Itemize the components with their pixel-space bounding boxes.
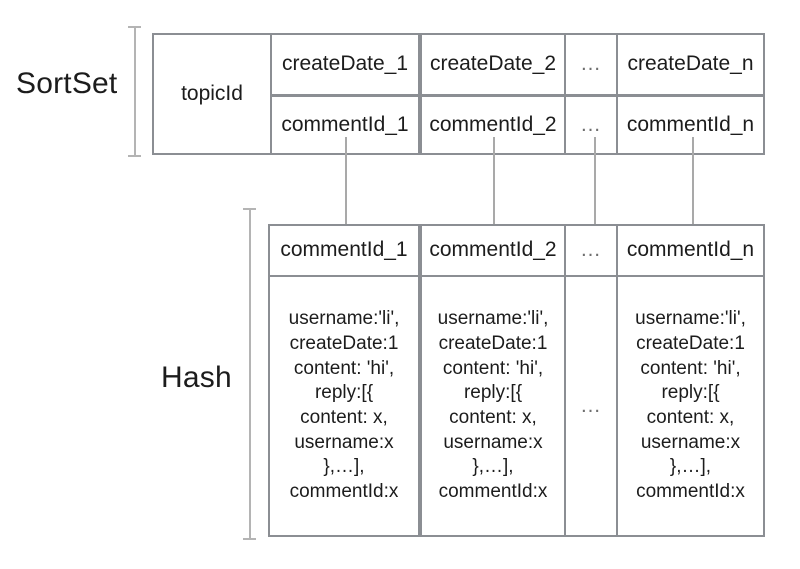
arrow-shaft	[345, 137, 347, 231]
hash-group-bracket	[243, 208, 256, 540]
bracket-bottom-cap	[128, 155, 141, 157]
hash-cell-key-2: commentId_2	[429, 238, 557, 262]
bracket-stem	[134, 26, 136, 157]
hash-cell-value-1: username:'li', createDate:1 content: 'hi…	[288, 308, 400, 503]
hash-group-label: Hash	[161, 361, 232, 394]
hash-cell-key-1: commentId_1	[280, 238, 408, 262]
hash-cell-key-ellipsis: …	[580, 238, 602, 262]
sortset-cell-createdate-ellipsis: …	[580, 52, 602, 76]
sortset-table: topicId createDate_1 createDate_2 … crea…	[152, 33, 765, 155]
sortset-cell-createdate-2: createDate_2	[429, 52, 557, 76]
sortset-cell-topicid: topicId	[181, 81, 243, 105]
sortset-cell-commentid-1: commentId_1	[281, 112, 409, 136]
hash-cell-key-n: commentId_n	[626, 238, 755, 262]
hash-cell-value-2: username:'li', createDate:1 content: 'hi…	[437, 308, 549, 503]
hash-col-divider-1	[418, 226, 422, 535]
hash-table: commentId_1 commentId_2 … commentId_n us…	[268, 224, 765, 537]
bracket-stem	[249, 208, 251, 540]
arrow-shaft	[692, 137, 694, 231]
sortset-cell-commentid-2: commentId_2	[429, 112, 557, 136]
hash-row-divider	[270, 275, 763, 277]
sortset-cell-createdate-1: createDate_1	[281, 52, 409, 76]
sortset-cell-commentid-ellipsis: …	[580, 112, 602, 136]
hash-col-divider-2	[564, 226, 566, 535]
bracket-bottom-cap	[243, 538, 256, 540]
sortset-group-bracket	[128, 26, 141, 157]
hash-cell-value-n: username:'li', createDate:1 content: 'hi…	[635, 308, 746, 503]
sortset-row-divider	[270, 94, 763, 97]
hash-cell-value-ellipsis: …	[580, 393, 602, 417]
arrow-shaft	[493, 137, 495, 231]
sortset-cell-commentid-n: commentId_n	[626, 112, 755, 136]
hash-col-divider-3	[616, 226, 618, 535]
sortset-cell-createdate-n: createDate_n	[627, 52, 754, 76]
sortset-group-label: SortSet	[16, 67, 118, 100]
arrow-shaft	[594, 137, 596, 231]
